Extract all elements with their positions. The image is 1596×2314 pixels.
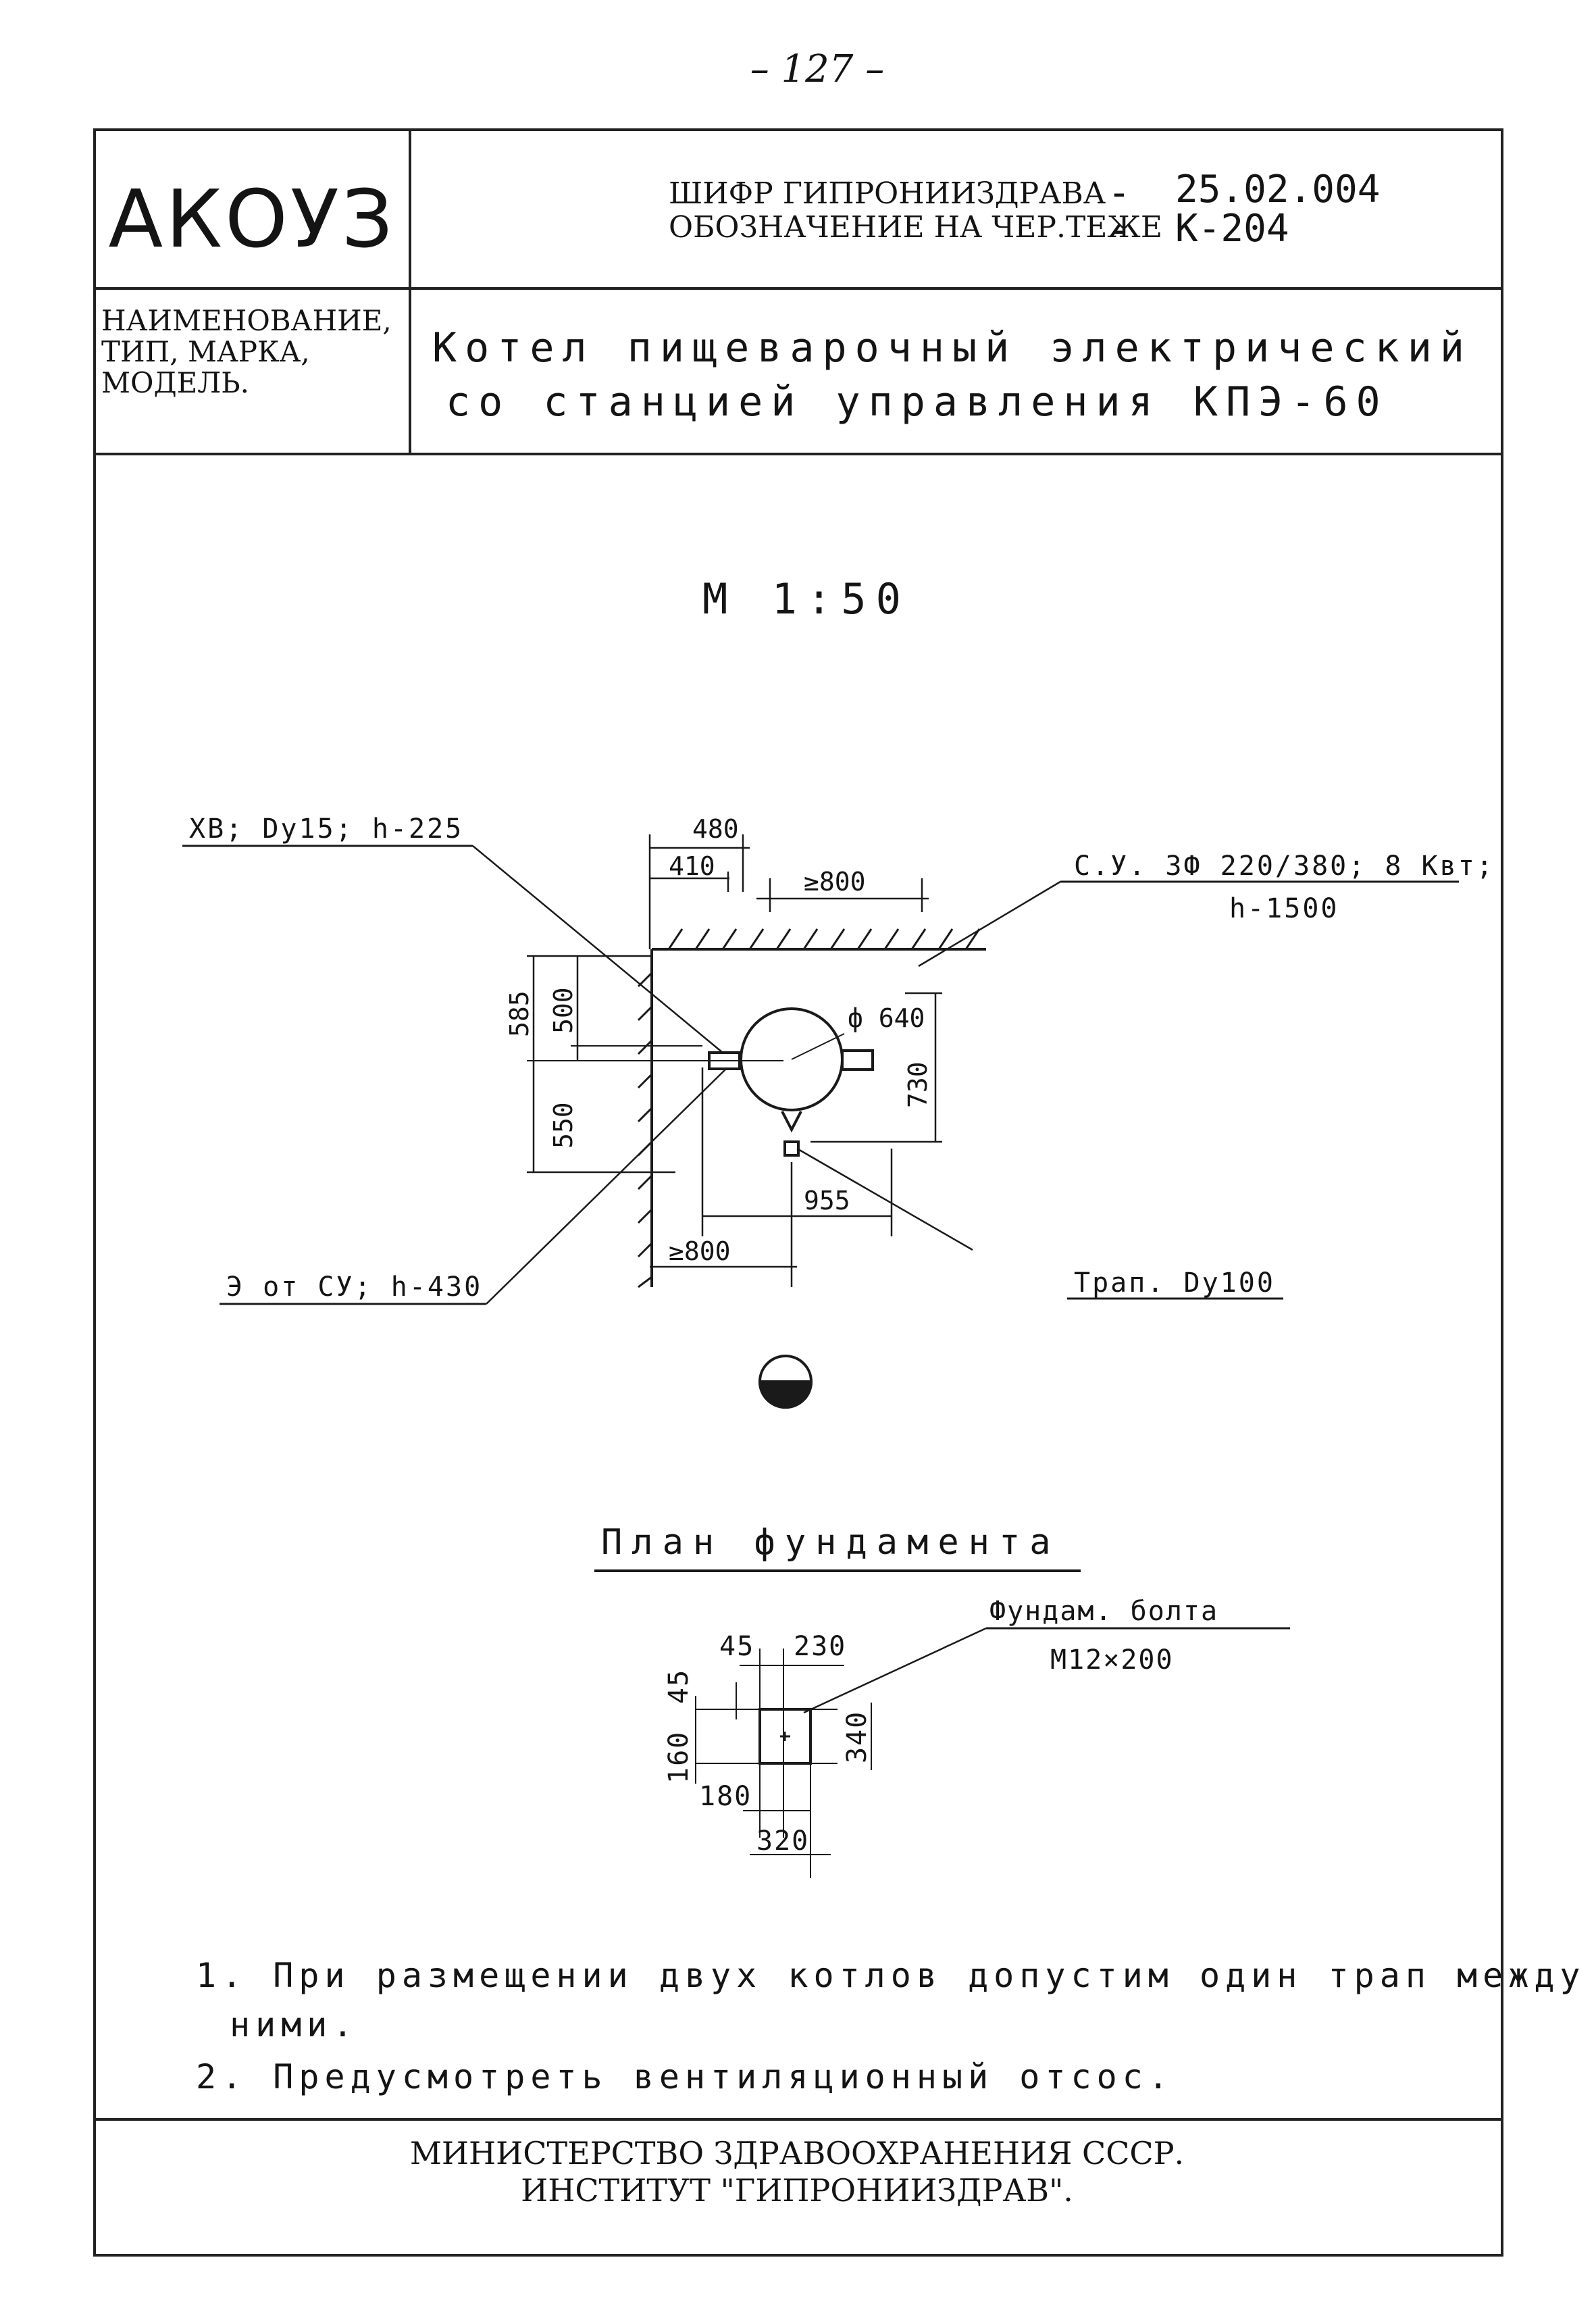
cipher-label: ШИФР ГИПРОНИИЗДРАВА	[669, 176, 1106, 211]
dim-800-bottom: ≥800	[669, 1236, 731, 1266]
dim-340: 340	[842, 1711, 873, 1763]
name-label: НАИМЕНОВАНИЕ, ТИП, МАРКА, МОДЕЛЬ.	[101, 305, 398, 399]
equipment-title-line-2: со станцией управления КПЭ-60	[446, 378, 1389, 426]
drawing-frame	[93, 128, 1503, 2257]
dim-585: 585	[505, 990, 534, 1037]
footer-divider	[93, 2118, 1503, 2121]
note-1-continuation: ними.	[230, 2005, 359, 2044]
name-label-line-2: ТИП, МАРКА,	[101, 335, 310, 368]
dim-45-top: 45	[719, 1631, 754, 1662]
dim-230: 230	[794, 1631, 846, 1662]
dim-730: 730	[903, 1061, 933, 1108]
footer-institute: ИНСТИТУТ "ГИПРОНИИЗДРАВ".	[521, 2172, 1073, 2209]
dim-160: 160	[663, 1731, 694, 1784]
logo: АКОУЗ	[108, 172, 396, 266]
dim-955: 955	[804, 1186, 850, 1215]
cipher-value: 25.02.004	[1175, 168, 1381, 211]
dim-410: 410	[669, 851, 715, 881]
dim-480: 480	[692, 814, 739, 844]
name-label-line-1: НАИМЕНОВАНИЕ,	[101, 304, 392, 337]
page-number: – 127 –	[750, 47, 885, 91]
foundation-title: План фундамента	[601, 1522, 1060, 1563]
header-divider-1	[93, 287, 1503, 290]
power-label-line-1: С.У. 3Ф 220/380; 8 Квт;	[1074, 851, 1495, 882]
header-column-divider	[409, 128, 411, 453]
designation-label: ОБОЗНАЧЕНИЕ НА ЧЕР.ТЕЖЕ	[669, 210, 1162, 245]
electric-label: Э от СУ; h-430	[226, 1272, 482, 1303]
dim-45-left: 45	[663, 1669, 694, 1704]
dim-500: 500	[548, 987, 578, 1034]
power-label-line-2: h-1500	[1229, 893, 1339, 924]
note-2: 2. Предусмотреть вентиляционный отсос.	[196, 2057, 1174, 2096]
name-label-line-3: МОДЕЛЬ.	[101, 366, 249, 399]
bolt-label-line-1: Фундам. болта	[989, 1596, 1218, 1627]
dim-800-top: ≥800	[804, 867, 866, 897]
dim-550: 550	[548, 1102, 578, 1149]
cold-water-label: ХВ; Dу15; h-225	[189, 813, 463, 845]
dim-320: 320	[756, 1826, 809, 1857]
drawing-scale: М 1:50	[702, 574, 910, 624]
equipment-title-line-1: Котел пищеварочный электрический	[432, 324, 1472, 372]
designation-dash: -	[1108, 208, 1131, 252]
cipher-dash: -	[1108, 171, 1131, 215]
dim-640: ф 640	[848, 1003, 925, 1033]
dim-180: 180	[699, 1781, 752, 1812]
drain-label: Трап. Dу100	[1074, 1267, 1275, 1299]
header-divider-2	[93, 453, 1503, 455]
designation-value: К-204	[1175, 207, 1289, 251]
footer-ministry: МИНИСТЕРСТВО ЗДРАВООХРАНЕНИЯ СССР.	[409, 2135, 1185, 2171]
note-1: 1. При размещении двух котлов допустим о…	[196, 1956, 1586, 1995]
bolt-label-line-2: М12×200	[1050, 1644, 1174, 1676]
